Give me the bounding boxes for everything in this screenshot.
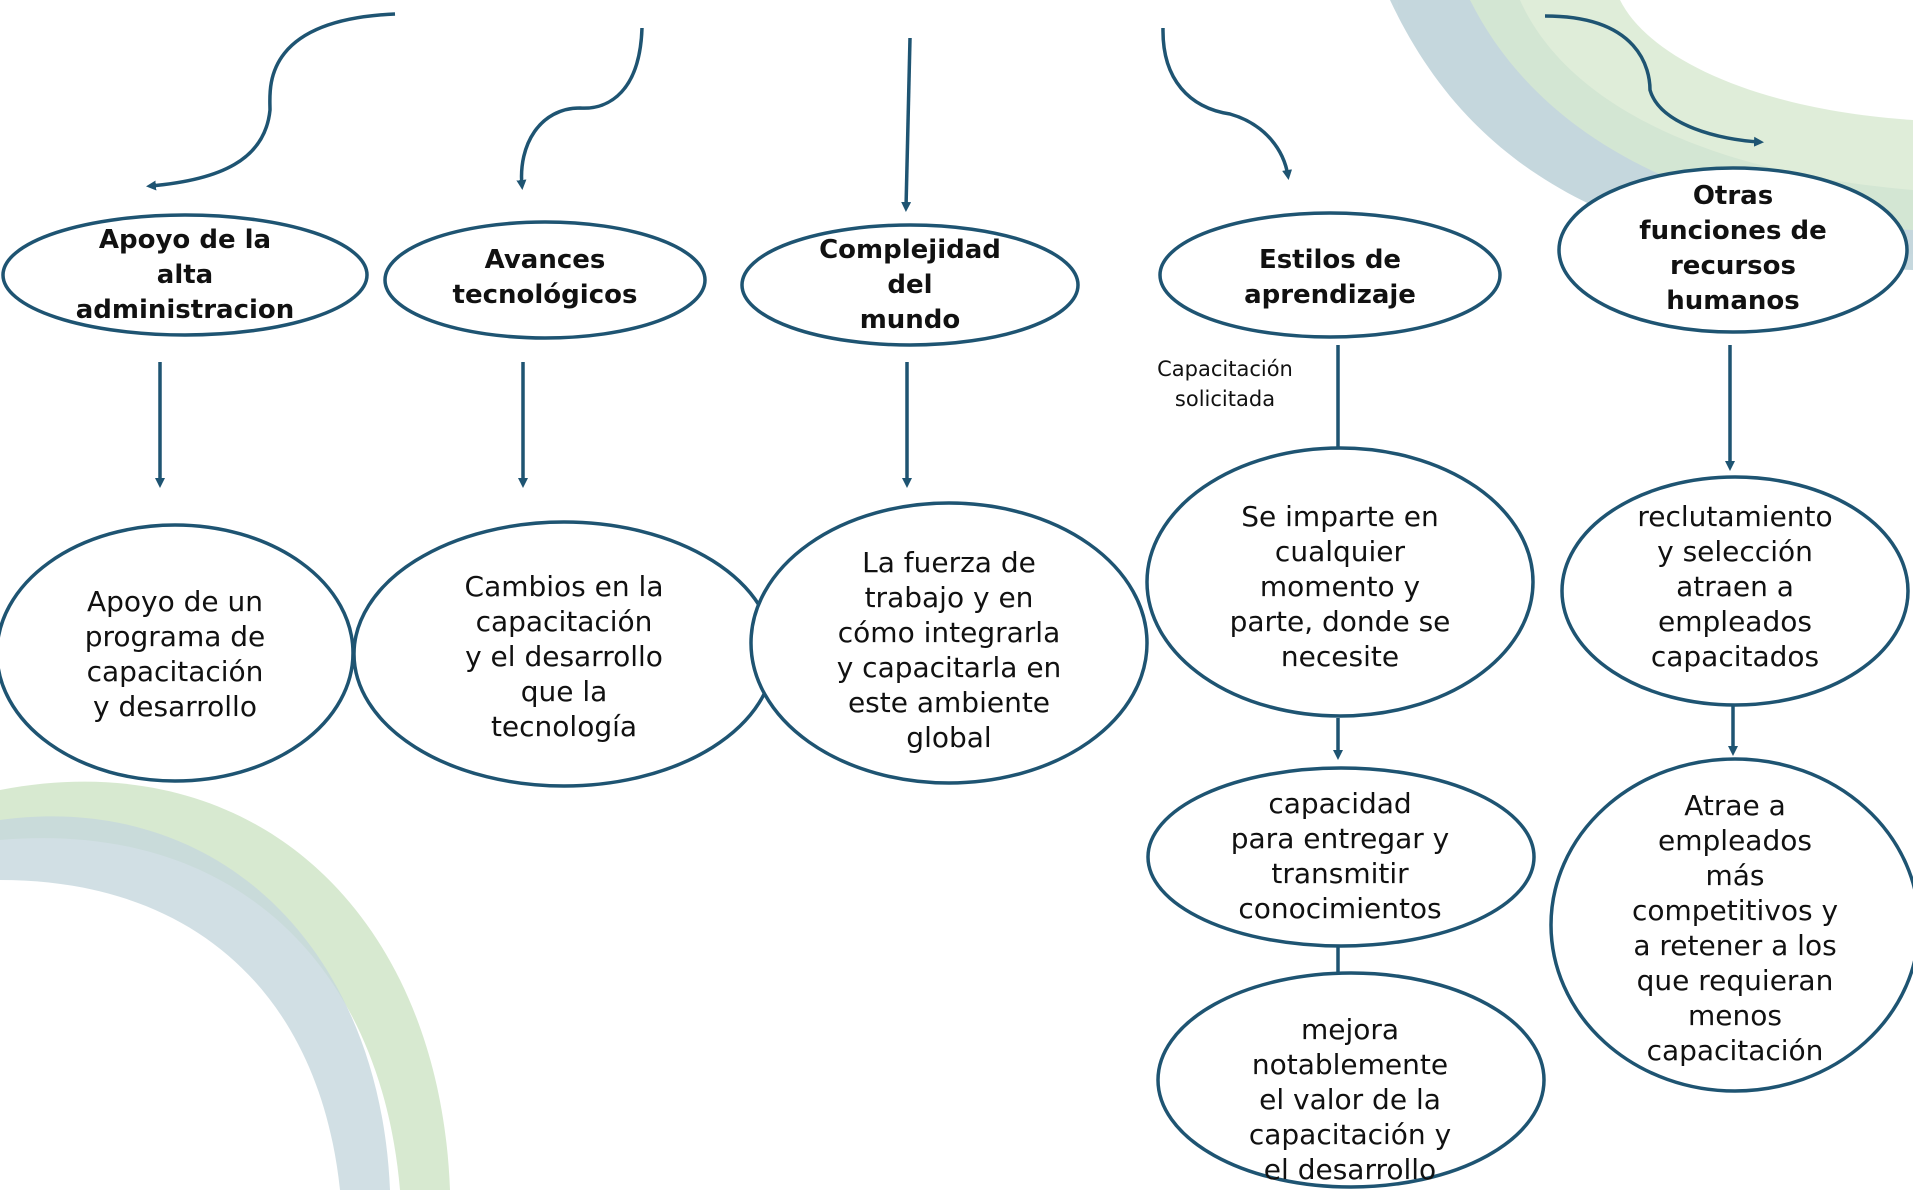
detail-node-1-label: Apoyo de un programa de capacitación y d… [84,585,266,723]
detail-node-4-label: Se imparte en cualquier momento y parte,… [1229,499,1451,673]
detail-node-4-shape [1145,446,1535,718]
detail-node-7-shape [1560,475,1910,707]
header-node-3-label: Complejidad del mundo [819,234,1001,335]
header-node-4-label: Estilos de aprendizaje [1244,245,1416,310]
top-connector-4 [1161,27,1293,180]
top-connector-3 [901,37,912,212]
detail-node-6-shape [1156,971,1546,1189]
decor-swoosh-bottom-left [0,781,450,1190]
detail-node-7-label: reclutamiento y selección atraen a emple… [1637,499,1833,673]
detail-node-5-label: capacidad para entregar y transmitir con… [1230,787,1450,925]
detail-node-8-shape [1549,757,1913,1093]
top-connector-5 [1544,14,1764,147]
header-node-5-shape [1557,166,1909,334]
header-node-2-shape [383,220,707,340]
top-connector-1 [146,12,396,191]
detail-node-2-label: Cambios en la capacitación y el desarrol… [464,569,664,743]
header-node-4-shape [1158,211,1502,339]
detail-node-8-label: Atrae a empleados más competitivos y a r… [1631,789,1839,1067]
header-node-1-shape [1,213,369,337]
header-node-2-label: Avances tecnológicos [452,245,638,310]
header-node-1-label: Apoyo de la alta administracion [75,224,295,325]
header-node-3-shape [740,223,1080,347]
detail-node-3-shape [749,501,1149,785]
note-capacitacion-solicitada: Capacitación solicitada [1157,357,1293,411]
header-node-5-label: Otras funciones de recursos humanos [1639,181,1827,316]
detail-node-5-shape [1146,766,1536,948]
top-connector-2 [516,27,644,190]
detail-node-6-label: mejora notablemente el valor de la capac… [1248,1012,1452,1186]
detail-node-3-label: La fuerza de trabajo y en cómo integrarl… [836,546,1062,754]
